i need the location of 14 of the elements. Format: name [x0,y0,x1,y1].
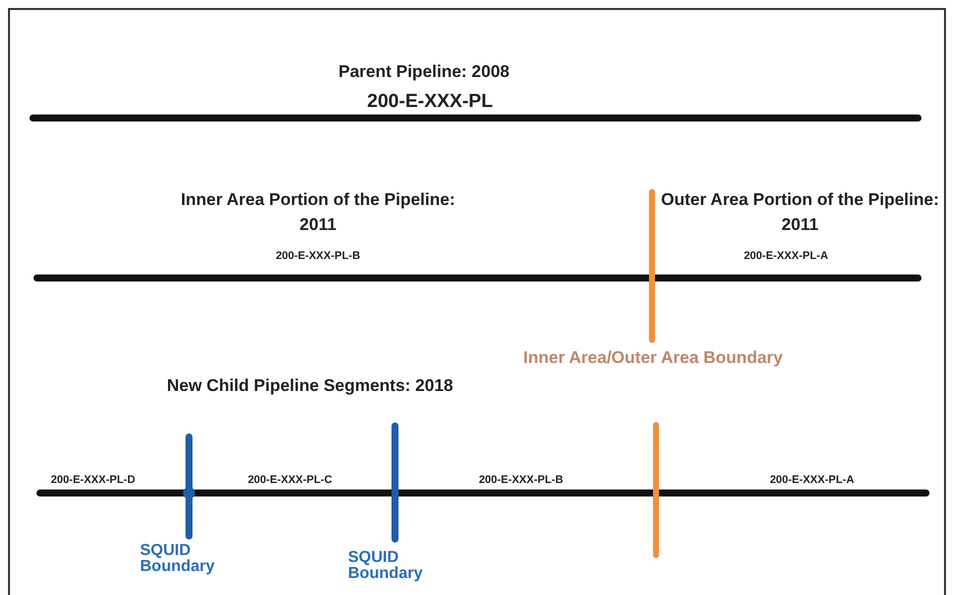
boundary-label: SQUID Boundary [348,550,424,582]
pipeline-id: 200-E-XXX-PL-B [478,474,564,488]
boundary-label: SQUID Boundary [140,543,216,575]
pipeline-id: 200-E-XXX-PL-D [50,474,136,488]
pipeline-id: 200-E-XXX-PL [366,90,494,114]
title: Parent Pipeline: 2008 [337,61,511,83]
pipeline-id: 200-E-XXX-PL-B [274,250,362,264]
pipeline-id: 200-E-XXX-PL-A [742,250,830,264]
boundary-label: Inner Area/Outer Area Boundary [523,347,783,369]
pipeline-id: 200-E-XXX-PL-C [246,474,334,488]
section-heading: New Child Pipeline Segments: 2018 [166,375,454,397]
section-heading: Outer Area Portion of the Pipeline: 2011 [660,189,940,236]
section-heading: Inner Area Portion of the Pipeline: 2011 [180,189,456,236]
pipeline-id: 200-E-XXX-PL-A [768,474,856,488]
